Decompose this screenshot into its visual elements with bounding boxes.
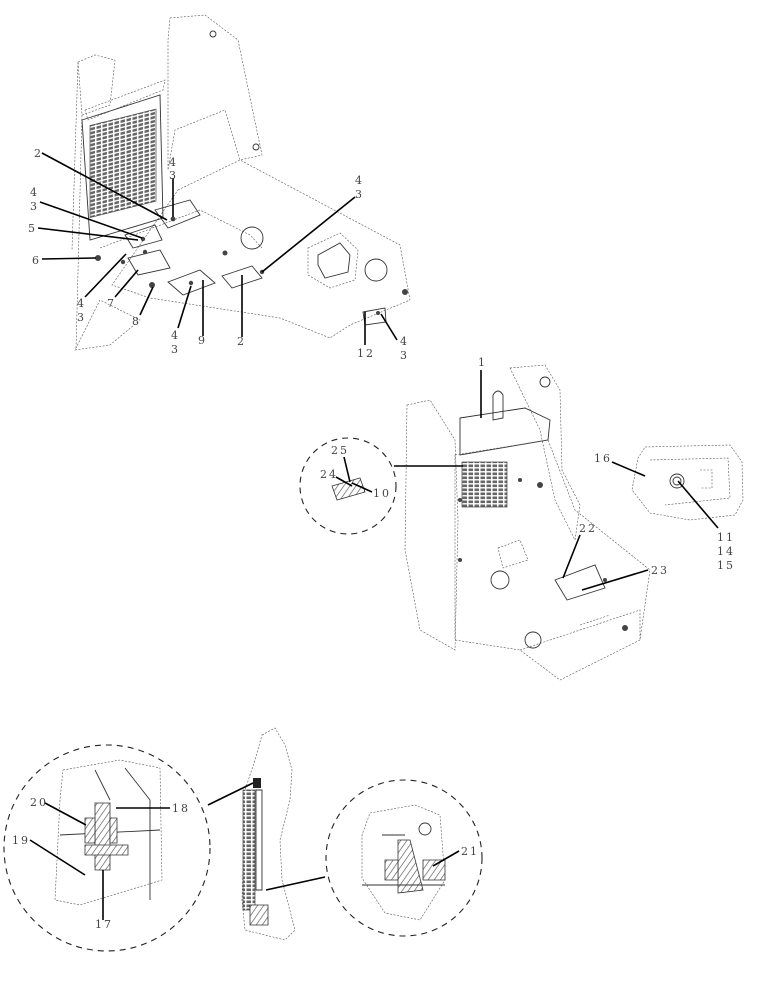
callout-16: 16	[594, 452, 612, 465]
callout-25: 25	[331, 444, 349, 457]
callout-15: 15	[717, 559, 735, 572]
callout-4: 4	[171, 329, 180, 342]
callout-19: 19	[12, 834, 30, 847]
callout-4: 4	[355, 174, 364, 187]
callout-3: 3	[171, 343, 180, 356]
view-detail-circle-24-25-10: 25 24 10	[299, 437, 397, 535]
callout-21: 21	[461, 845, 479, 858]
callout-17: 17	[95, 918, 113, 931]
grill	[89, 108, 157, 218]
callout-12: 12	[357, 347, 375, 360]
callout-3: 3	[400, 349, 409, 362]
view-seat-panel: 16 11 14 15	[594, 444, 744, 572]
callout-2: 2	[34, 147, 43, 160]
callout-2: 2	[237, 335, 246, 348]
callout-9: 9	[198, 334, 207, 347]
bolt-section	[94, 802, 111, 871]
callout-4: 4	[30, 186, 39, 199]
callout-3: 3	[77, 311, 86, 324]
callout-5: 5	[28, 222, 37, 235]
callout-1: 1	[478, 356, 487, 369]
view-detail-circle-right: 21	[325, 779, 483, 937]
callout-20: 20	[30, 796, 48, 809]
callout-18: 18	[172, 802, 190, 815]
callout-3: 3	[355, 188, 364, 201]
callout-3: 3	[30, 200, 39, 213]
callout-7: 7	[107, 297, 116, 310]
callout-6: 6	[32, 254, 41, 267]
callout-23: 23	[651, 564, 669, 577]
callout-22: 22	[579, 522, 597, 535]
view-side-section	[207, 727, 326, 941]
callout-24: 24	[320, 468, 338, 481]
callout-4: 4	[77, 297, 86, 310]
view-center-right: 1 22 23	[394, 356, 669, 681]
callout-4: 4	[169, 156, 178, 169]
callout-14: 14	[717, 545, 735, 558]
callout-3: 3	[169, 169, 178, 182]
view-detail-circle-left: 20 18 19 17	[3, 744, 211, 952]
view-upper-left: 2 4 3 4 3 5 6 4 3 7 8 4 3 9 2 4 3 12 4 3	[28, 14, 411, 362]
callout-11: 11	[717, 531, 735, 544]
cooler-block	[461, 461, 508, 508]
callout-4: 4	[400, 335, 409, 348]
callout-8: 8	[132, 315, 141, 328]
callout-10: 10	[373, 487, 391, 500]
